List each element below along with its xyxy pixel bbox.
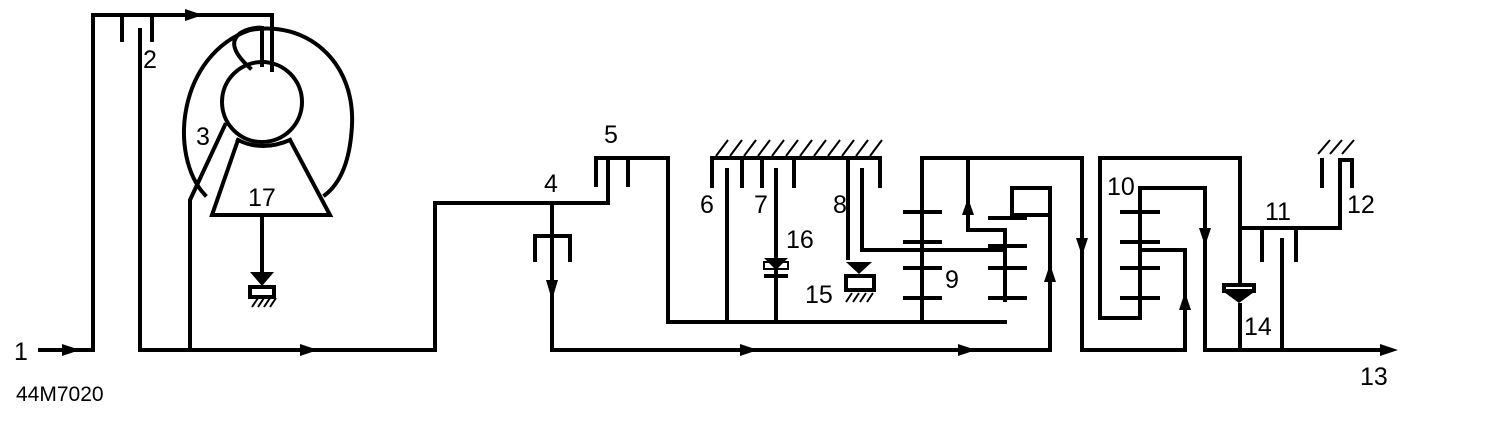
clutch-4-arrow xyxy=(546,280,558,300)
label-16: 16 xyxy=(786,226,814,254)
stator-17 xyxy=(209,137,334,308)
label-11: 11 xyxy=(1265,198,1291,226)
flow-arrow-1 xyxy=(300,344,318,356)
output-arrow xyxy=(1380,344,1398,356)
label-8: 8 xyxy=(833,191,847,219)
label-15: 15 xyxy=(805,281,833,309)
label-7: 7 xyxy=(754,191,768,219)
top-flow-arrow xyxy=(185,9,203,21)
label-10: 10 xyxy=(1107,173,1135,201)
output-shaft-13 xyxy=(1203,344,1398,356)
flow-arrow-3 xyxy=(958,344,976,356)
figure-code: 44M7020 xyxy=(16,383,104,406)
label-5: 5 xyxy=(604,121,618,149)
housing xyxy=(710,139,883,160)
label-2: 2 xyxy=(143,46,157,74)
label-3: 3 xyxy=(196,123,210,151)
clutch-11-brake-12 xyxy=(1238,139,1355,352)
freewheel-16 xyxy=(763,258,789,278)
pump-hub xyxy=(220,60,304,144)
flow-arrow-2 xyxy=(740,344,758,356)
label-6: 6 xyxy=(700,191,714,219)
freewheel-15 xyxy=(844,188,876,303)
clutch-4 xyxy=(533,201,572,352)
torque-converter-3 xyxy=(181,25,355,352)
label-9: 9 xyxy=(945,266,959,294)
lockup-clutch-2 xyxy=(120,13,154,352)
label-4: 4 xyxy=(544,170,558,198)
label-17: 17 xyxy=(248,184,276,212)
brakes-6-7-8 xyxy=(710,156,882,324)
label-12: 12 xyxy=(1347,191,1375,219)
label-14: 14 xyxy=(1244,313,1272,341)
converter-output-shaft xyxy=(138,201,554,356)
freewheel-14 xyxy=(1222,226,1256,352)
flow-arrow-up-1 xyxy=(962,198,974,215)
flow-arrow-up-3 xyxy=(1179,292,1191,310)
label-13: 13 xyxy=(1360,363,1388,391)
flow-arrow-down-1 xyxy=(1076,238,1088,256)
clutch-5 xyxy=(550,156,670,324)
planetary-set-9 xyxy=(860,156,1084,352)
shaft-to-9 xyxy=(550,320,1052,356)
planetary-set-10 xyxy=(1076,156,1242,352)
label-1: 1 xyxy=(14,338,28,366)
flow-arrow-up-2 xyxy=(1044,264,1056,282)
stator-oneway-clutch xyxy=(250,272,274,286)
flow-arrow-down-2 xyxy=(1199,228,1211,246)
input-arrow xyxy=(62,344,80,356)
